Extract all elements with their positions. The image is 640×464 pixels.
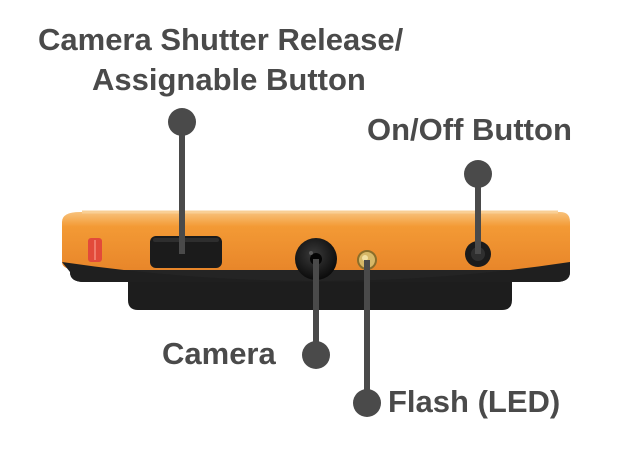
flash-callout-dot xyxy=(353,389,381,417)
power-button-label: On/Off Button xyxy=(367,112,572,147)
shutter-callout-dot xyxy=(168,108,196,136)
camera-callout-dot xyxy=(302,341,330,369)
camera-label: Camera xyxy=(162,336,276,371)
device-body-shadow xyxy=(62,262,570,282)
flash-label: Flash (LED) xyxy=(388,384,561,419)
shutter-button-label-line2: Assignable Button xyxy=(92,62,366,97)
shutter-button-label-line1: Camera Shutter Release/ xyxy=(38,22,404,57)
power-callout-dot xyxy=(464,160,492,188)
shutter-button xyxy=(150,236,222,268)
